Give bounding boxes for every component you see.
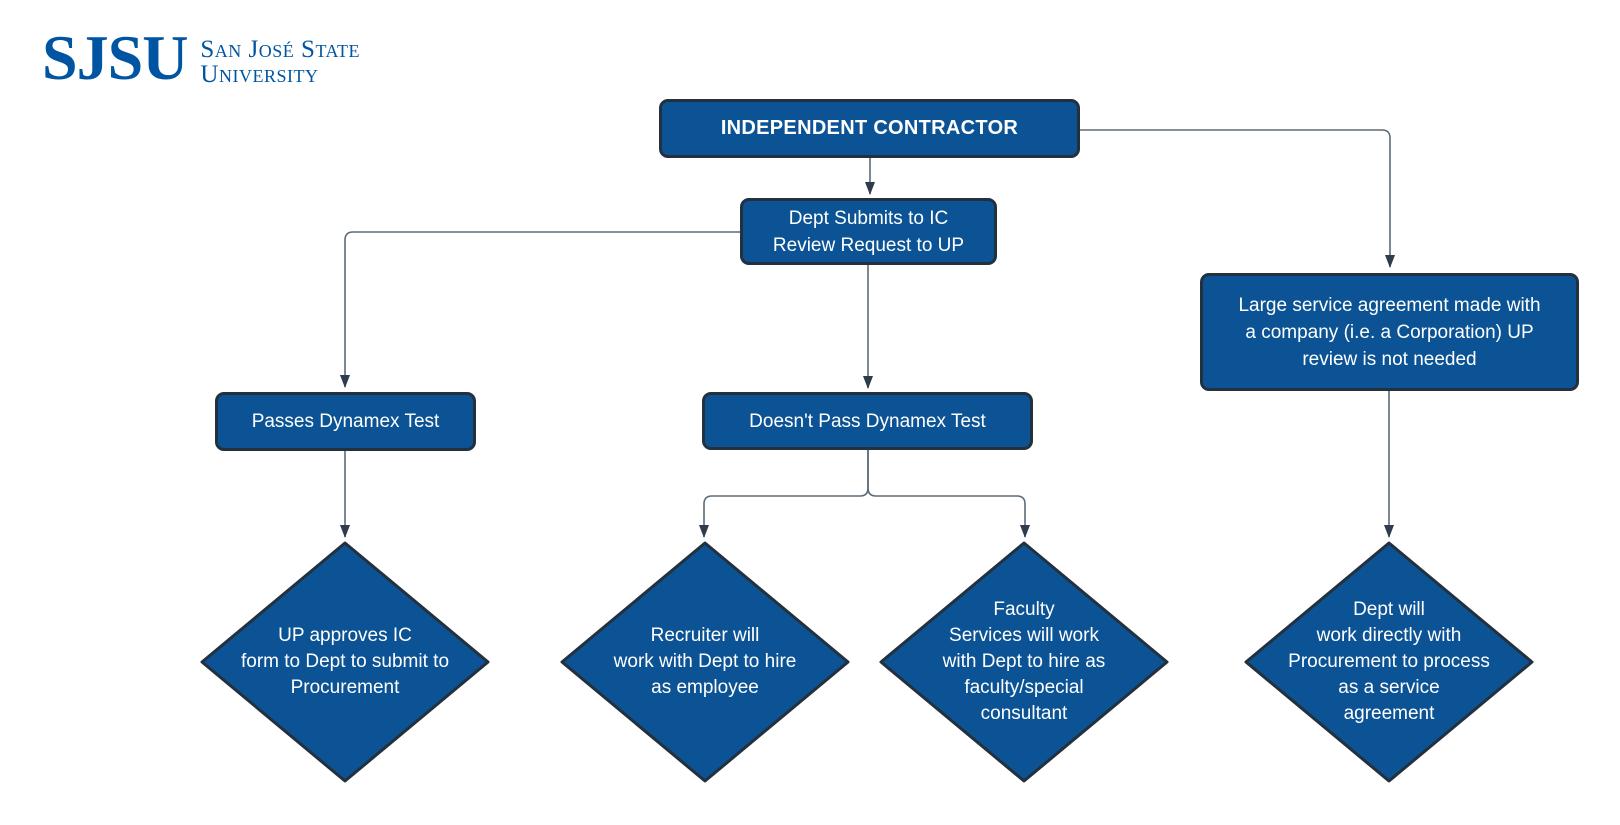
node-doesnt-pass-dynamex-test: Doesn't Pass Dynamex Test (702, 392, 1033, 450)
edge-doesnt-pass-to-recruiter (699, 450, 869, 538)
edge-root-to-large-agreement (1080, 129, 1395, 268)
edge-dept-submits-to-passes (340, 231, 740, 388)
node-dept-submits-label: Dept Submits to IC Review Request to UP (772, 207, 965, 256)
sjsu-logo-wordmark: San José State University (200, 26, 360, 87)
node-doesnt-pass-dynamex-test-label: Doesn't Pass Dynamex Test (749, 410, 986, 432)
diamond-procurement (1244, 541, 1534, 783)
node-dept-submits: Dept Submits to IC Review Request to UP (740, 198, 997, 265)
diamond-up-approves (200, 541, 490, 783)
sjsu-logo: SJSU San José State University (42, 26, 360, 90)
diamond-recruiter-label: Recruiter will work with Dept to hire as… (613, 625, 797, 698)
sjsu-logo-name-line1: San José State (200, 36, 360, 63)
node-independent-contractor-label: INDEPENDENT CONTRACTOR (720, 117, 1019, 139)
diamond-up-approves-label: UP approves IC form to Dept to submit to… (240, 625, 450, 698)
sjsu-logo-name-line2: University (200, 61, 319, 88)
node-passes-dynamex-test: Passes Dynamex Test (215, 392, 476, 451)
sjsu-logo-acronym: SJSU (42, 22, 188, 93)
diamond-faculty (879, 541, 1169, 783)
edge-doesnt-pass-to-faculty (867, 450, 1030, 538)
node-large-service-agreement: Large service agreement made with a comp… (1200, 273, 1579, 391)
node-independent-contractor: INDEPENDENT CONTRACTOR (659, 99, 1080, 158)
diamond-procurement-label: Dept will work directly with Procurement… (1288, 599, 1490, 724)
node-large-service-agreement-label: Large service agreement made with a comp… (1238, 294, 1541, 370)
node-passes-dynamex-test-label: Passes Dynamex Test (251, 411, 440, 432)
diamond-recruiter (560, 541, 850, 783)
diamond-faculty-label: Faculty Services will work with Dept to … (942, 599, 1106, 724)
